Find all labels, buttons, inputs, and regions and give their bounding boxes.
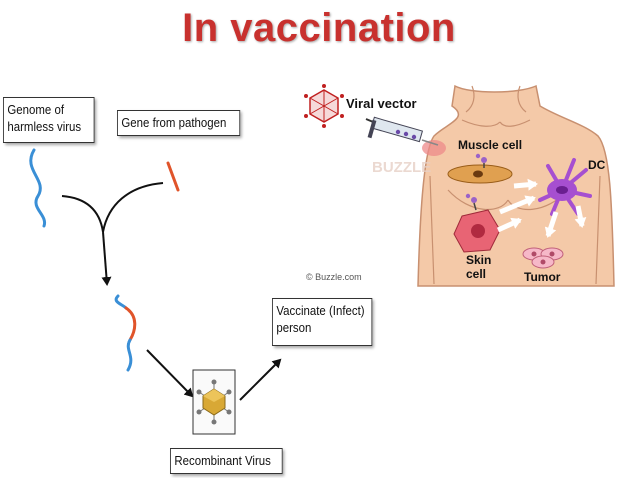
vaccinate-box-label: Vaccinate (Infect) person (276, 303, 365, 335)
recombinant-box-label: Recombinant Virus (174, 453, 271, 468)
syringe-icon (365, 116, 439, 146)
tumor-label: Tumor (524, 270, 561, 284)
gene-box-label: Gene from pathogen (121, 115, 227, 130)
injection-site (422, 140, 446, 156)
recombinant-box: Recombinant Virus (170, 448, 283, 474)
arrow-to-virus (146, 349, 194, 398)
recombinant-strand-blue-bottom (126, 338, 133, 372)
recombinant-strand-blue-top (114, 294, 128, 310)
muscle-cell-label: Muscle cell (458, 138, 523, 152)
arrow-to-vaccinate (239, 358, 282, 401)
genome-box: Genome of harmless virus (3, 97, 95, 143)
immune-response-arrows (496, 178, 587, 238)
skin-cell-label: Skin cell (466, 253, 492, 281)
merge-arrow (101, 231, 112, 286)
muscle-cell-icon (447, 153, 513, 184)
merge-line-right (102, 182, 164, 233)
dc-label: DC (588, 158, 606, 172)
credit-label: © Buzzle.com (306, 272, 362, 282)
dendritic-cell-icon (538, 158, 592, 216)
genome-strand (29, 148, 47, 228)
viral-vector-icon (304, 84, 344, 128)
genome-box-label: Genome of harmless virus (7, 102, 82, 134)
tumor-icon (522, 247, 564, 269)
pathogen-gene (166, 161, 180, 192)
gene-box: Gene from pathogen (117, 110, 241, 136)
vaccinate-box: Vaccinate (Infect) person (272, 298, 373, 346)
virus-particle-icon (196, 379, 232, 425)
page-title: In vaccination (182, 6, 456, 50)
skin-cell-icon (453, 193, 501, 253)
recombinant-strand-red (124, 306, 137, 342)
watermark: BUZZLE (372, 159, 431, 176)
viral-vector-label: Viral vector (346, 96, 417, 111)
merge-line-left (61, 195, 104, 233)
